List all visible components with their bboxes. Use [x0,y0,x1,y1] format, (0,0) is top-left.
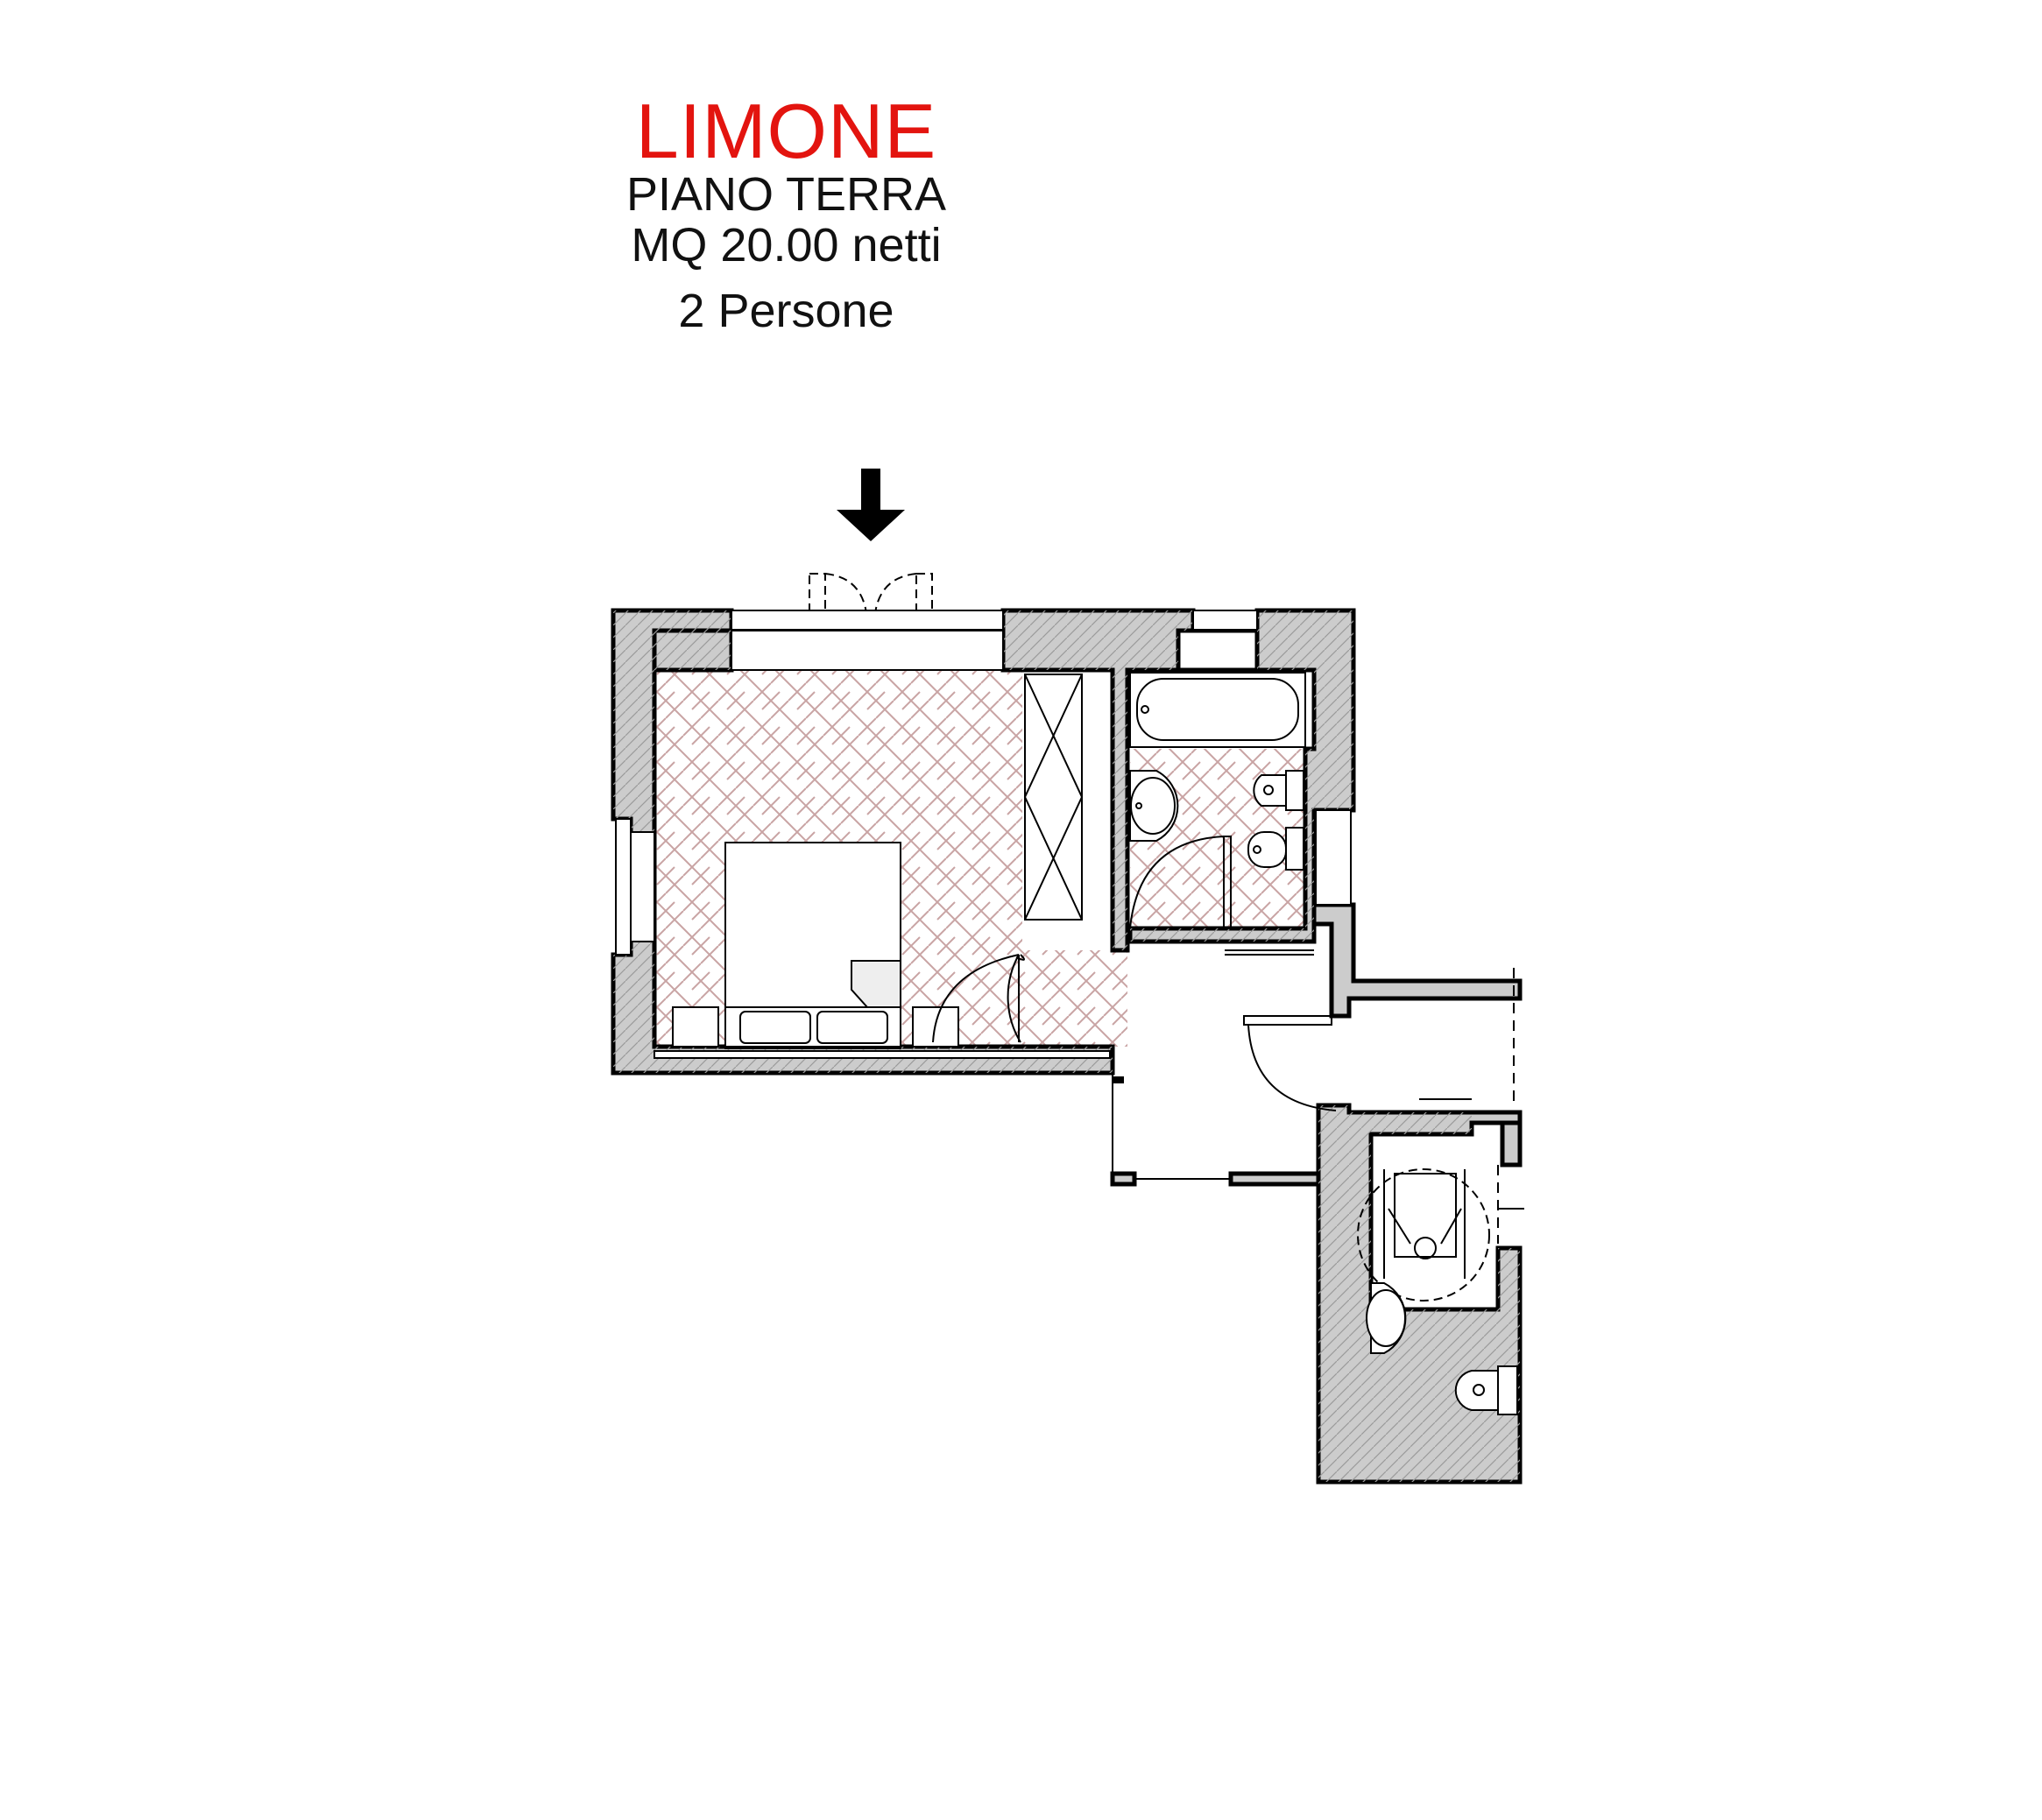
wheelchair-turning-circle [1357,1168,1490,1302]
double-bed [672,842,959,1049]
bathtub [1129,672,1306,748]
bathroom-door [1129,836,1232,929]
arrow-down-icon [837,469,905,541]
area-label: MQ 20.00 netti [631,219,942,272]
wheelchair-icon [1383,1169,1466,1279]
accessible-toilet [1454,1365,1518,1415]
title-block: LIMONE PIANO TERRA MQ 20.00 netti 2 Pers… [0,0,2042,350]
toilet [1253,770,1304,811]
corridor-door [1134,949,1524,1244]
floor-label: PIANO TERRA [625,168,947,221]
bidet [1247,827,1304,871]
occupancy-label: 2 Persone [678,285,894,337]
windows [615,610,1352,1059]
accessible-washbasin [1366,1282,1407,1354]
bedroom-door [932,954,1124,1174]
wardrobe [1023,674,1084,921]
washbasin [1129,770,1179,842]
apartment-name: LIMONE [635,88,937,174]
